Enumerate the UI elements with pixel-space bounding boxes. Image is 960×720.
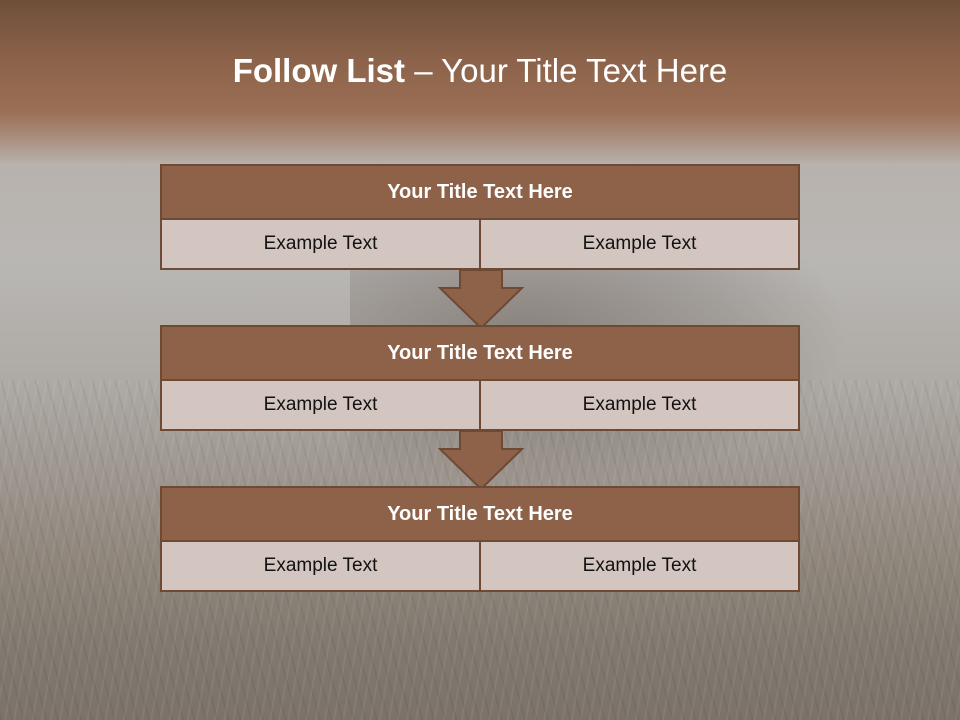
block-row: Example Text Example Text <box>160 381 800 431</box>
block-cell-right: Example Text <box>479 542 798 590</box>
slide-title-rest: – Your Title Text Here <box>405 52 728 89</box>
block-title: Your Title Text Here <box>160 164 800 220</box>
block-cell-right: Example Text <box>479 220 798 268</box>
block-title: Your Title Text Here <box>160 486 800 542</box>
list-block-3: Your Title Text Here Example Text Exampl… <box>160 486 800 592</box>
list-block-2: Your Title Text Here Example Text Exampl… <box>160 325 800 431</box>
block-cell-right: Example Text <box>479 381 798 429</box>
slide-title-bold: Follow List <box>232 52 406 89</box>
block-title: Your Title Text Here <box>160 325 800 381</box>
down-arrow-icon <box>438 431 524 491</box>
block-cell-left: Example Text <box>263 233 378 254</box>
slide-title: Follow List – Your Title Text Here <box>0 52 960 90</box>
down-arrow-icon <box>438 270 524 330</box>
block-row: Example Text Example Text <box>160 220 800 270</box>
list-block-1: Your Title Text Here Example Text Exampl… <box>160 164 800 270</box>
block-cell-left: Example Text <box>263 394 378 415</box>
block-cell-left: Example Text <box>263 555 378 576</box>
block-row: Example Text Example Text <box>160 542 800 592</box>
